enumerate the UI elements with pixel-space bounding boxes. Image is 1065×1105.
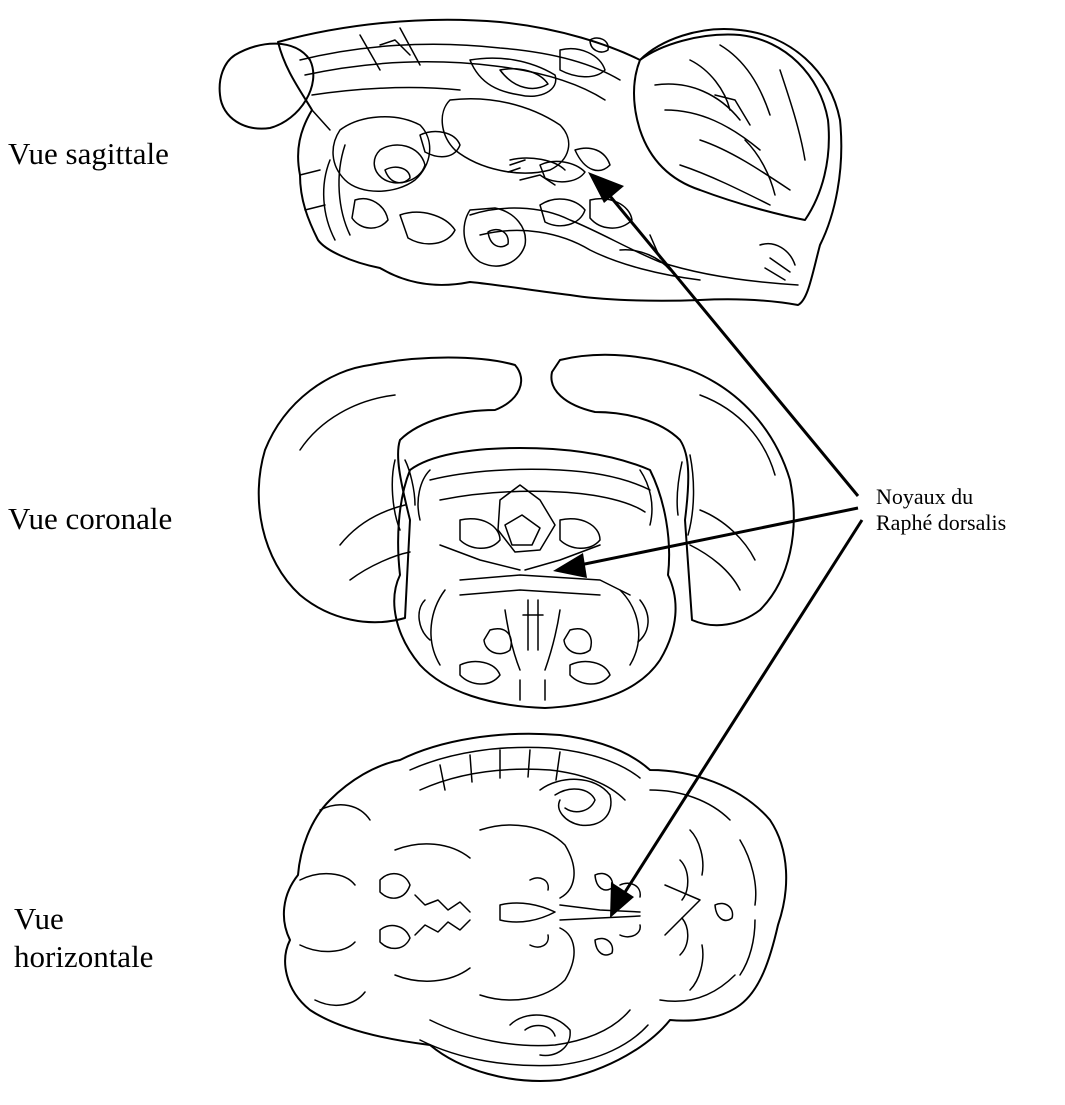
coronal-section [259,355,794,708]
arrow-to-coronal [575,508,858,566]
callout-label-line2: Raphé dorsalis [876,510,1006,536]
horizontal-section [284,734,786,1081]
arrow-head-sagittal [588,172,624,203]
arrow-to-sagittal [605,190,858,496]
horizontal-view-label-line2: horizontale [14,938,153,976]
sagittal-view-label: Vue sagittale [8,135,169,173]
callout-label-line1: Noyaux du [876,484,973,510]
coronal-view-label: Vue coronale [8,500,172,538]
horizontal-view-label-line1: Vue [14,900,64,938]
sagittal-section [220,20,842,305]
arrow-head-horizontal [610,882,634,918]
